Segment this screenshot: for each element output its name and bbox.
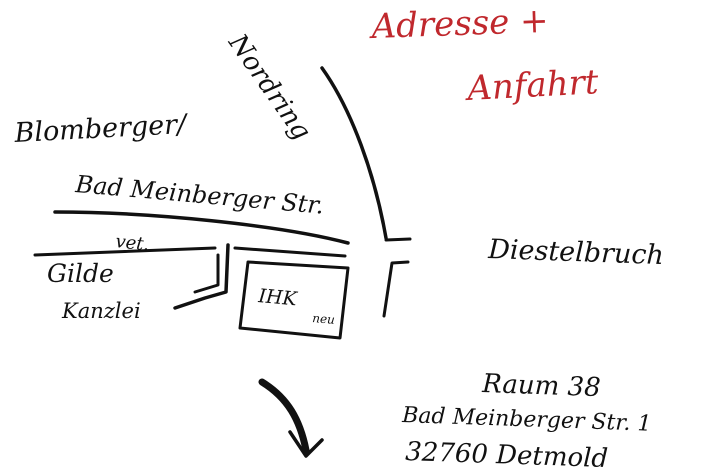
down-arrow-icon [258,378,324,458]
ihk-building-outline [238,260,350,340]
bad-meinberger-road-bottom [33,246,217,257]
heading-line1: Adresse + [368,1,549,47]
building-label-ihk: IHK [257,285,300,310]
gilde-building-line [193,253,220,294]
street-label-diestelbruch: Diestelbruch [487,234,665,271]
road-edge-mid [233,246,347,258]
address-street: Bad Meinberger Str. 1 [401,403,652,437]
road-edge-right [382,260,410,318]
building-label-vet: vet. [114,231,150,255]
nordring-road-line [320,66,388,240]
building-label-gilde: Gilde [47,259,114,288]
road-corner-line [384,237,412,242]
street-label-nordring: Nordring [222,28,317,146]
heading-line2: Anfahrt [463,62,599,109]
gilde-building-outline [173,243,230,310]
bad-meinberger-road-top [53,210,350,245]
building-label-kanzlei: Kanzlei [61,299,141,323]
building-label-ihk-sub: neu [312,311,336,327]
address-room: Raum 38 [481,369,601,403]
address-city: 32760 Detmold [405,437,609,474]
street-label-blomberger: Blomberger/ [13,109,190,149]
